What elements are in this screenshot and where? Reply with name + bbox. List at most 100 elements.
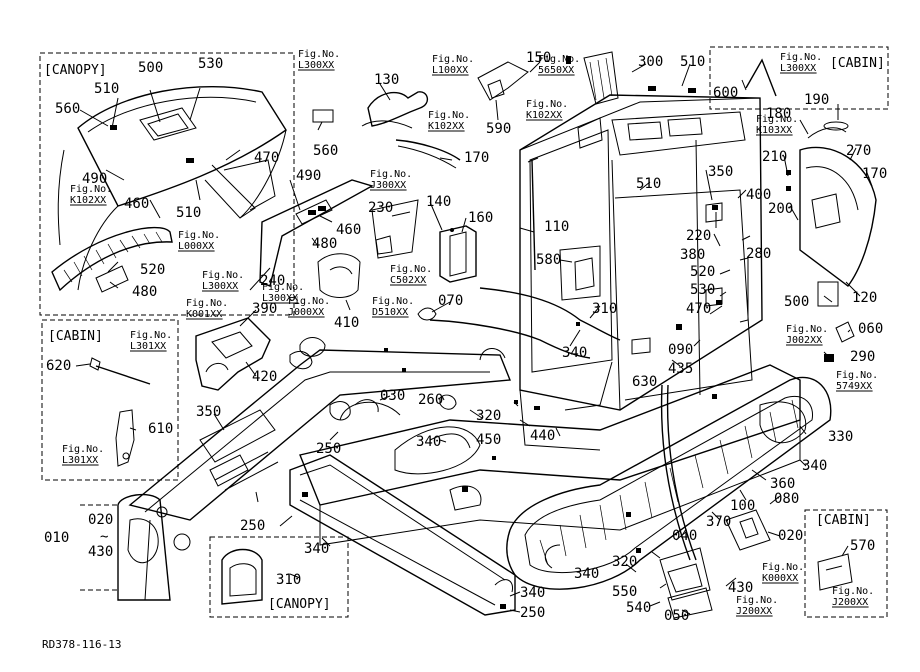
part-number-590: 590 [486, 121, 511, 137]
area-tag-canopy-top: [CANOPY] [44, 63, 107, 78]
part-number-420: 420 [252, 369, 277, 385]
fig-ref-c502xx: C502XX [390, 275, 426, 286]
fig-ref-j200xx: J200XX [736, 606, 772, 617]
part-number-460: 460 [336, 222, 361, 238]
canopy-roof-drawing [51, 85, 287, 293]
fig-no-label: Fig.No. [178, 230, 220, 241]
part-number-330: 330 [828, 429, 853, 445]
cabin-inset-box-top [709, 46, 889, 110]
fig-ref-l100xx: L100XX [432, 65, 468, 76]
part-number-630: 630 [632, 374, 657, 390]
fig-no-label: Fig.No. [390, 264, 432, 275]
part-number-360: 360 [770, 476, 795, 492]
part-number-340: 340 [520, 585, 545, 601]
part-number-470: 470 [254, 150, 279, 166]
fig-ref-k000xx: K000XX [762, 573, 798, 584]
part-number-500: 500 [138, 60, 163, 76]
fig-no-label: Fig.No. [526, 99, 568, 110]
part-number-470: 470 [686, 301, 711, 317]
fig-ref-d510xx: D510XX [372, 307, 408, 318]
part-number-080: 080 [774, 491, 799, 507]
part-number-510: 510 [680, 54, 705, 70]
part-number-400: 400 [746, 187, 771, 203]
fig-ref-k103xx: K103XX [756, 125, 792, 136]
range-tilde: ~ [100, 529, 108, 545]
fig-no-label: Fig.No. [372, 296, 414, 307]
part-number-280: 280 [746, 246, 771, 262]
part-number-520: 520 [140, 262, 165, 278]
part-number-030: 030 [380, 388, 405, 404]
fig-no-label: Fig.No. [130, 330, 172, 341]
fig-ref-j200xx: J200XX [832, 597, 868, 608]
part-number-290: 290 [850, 349, 875, 365]
fig-no-label: Fig.No. [202, 270, 244, 281]
part-number-500: 500 [784, 294, 809, 310]
part-number-440: 440 [530, 428, 555, 444]
range-brace-dashes [80, 504, 118, 591]
fig-ref-k001xx: K001XX [186, 309, 222, 320]
part-number-150: 150 [526, 50, 551, 66]
fig-ref-5650xx: 5650XX [538, 65, 574, 76]
fig-no-label: Fig.No. [836, 370, 878, 381]
part-number-040: 040 [672, 528, 697, 544]
part-number-560: 560 [55, 101, 80, 117]
fig-ref-k102xx: K102XX [526, 110, 562, 121]
part-number-390: 390 [252, 301, 277, 317]
part-number-580: 580 [536, 252, 561, 268]
dozer-blade-drawing [289, 454, 516, 616]
part-number-090: 090 [668, 342, 693, 358]
part-number-020: 020 [88, 512, 113, 528]
part-number-020: 020 [778, 528, 803, 544]
area-tag-cabin-left: [CABIN] [48, 329, 103, 344]
cabin-inset-box-bottom [804, 509, 888, 618]
fig-no-label: Fig.No. [288, 296, 330, 307]
part-number-520: 520 [690, 264, 715, 280]
fig-ref-j002xx: J002XX [786, 335, 822, 346]
fig-ref-l000xx: L000XX [178, 241, 214, 252]
part-number-380: 380 [680, 247, 705, 263]
fig-no-label: Fig.No. [186, 298, 228, 309]
cabin-drawing [519, 86, 763, 451]
fig-no-label: Fig.No. [780, 52, 822, 63]
diagram-code: RD378-116-13 [42, 638, 121, 651]
part-number-310: 310 [276, 572, 301, 588]
part-number-610: 610 [148, 421, 173, 437]
part-number-190: 190 [804, 92, 829, 108]
fig-no-label: Fig.No. [428, 110, 470, 121]
fig-no-label: Fig.No. [786, 324, 828, 335]
area-tag-cabin-bottom: [CABIN] [816, 513, 871, 528]
upper-frame-drawing [299, 364, 801, 546]
part-number-220: 220 [686, 228, 711, 244]
fig-no-label: Fig.No. [756, 114, 798, 125]
fig-ref-l300xx: L300XX [202, 281, 238, 292]
part-number-510: 510 [636, 176, 661, 192]
crawler-track-drawing [506, 376, 832, 590]
part-number-490: 490 [296, 168, 321, 184]
part-number-110: 110 [544, 219, 569, 235]
part-number-460: 460 [124, 196, 149, 212]
part-number-200: 200 [768, 201, 793, 217]
part-number-240: 240 [260, 273, 285, 289]
boom-arm-drawing [117, 337, 511, 601]
part-number-180: 180 [766, 106, 791, 122]
part-number-340: 340 [304, 541, 329, 557]
part-number-250: 250 [520, 605, 545, 621]
part-number-490: 490 [82, 171, 107, 187]
part-number-340: 340 [562, 345, 587, 361]
fig-ref-k102xx: K102XX [70, 195, 106, 206]
fig-no-label: Fig.No. [432, 54, 474, 65]
part-number-600: 600 [713, 85, 738, 101]
part-number-530: 530 [690, 282, 715, 298]
part-number-480: 480 [132, 284, 157, 300]
part-number-230: 230 [368, 200, 393, 216]
fig-no-label: Fig.No. [538, 54, 580, 65]
part-number-620: 620 [46, 358, 71, 374]
part-number-350: 350 [708, 164, 733, 180]
part-number-210: 210 [762, 149, 787, 165]
part-number-570: 570 [850, 538, 875, 554]
part-number-170: 170 [862, 166, 887, 182]
part-number-430: 430 [728, 580, 753, 596]
